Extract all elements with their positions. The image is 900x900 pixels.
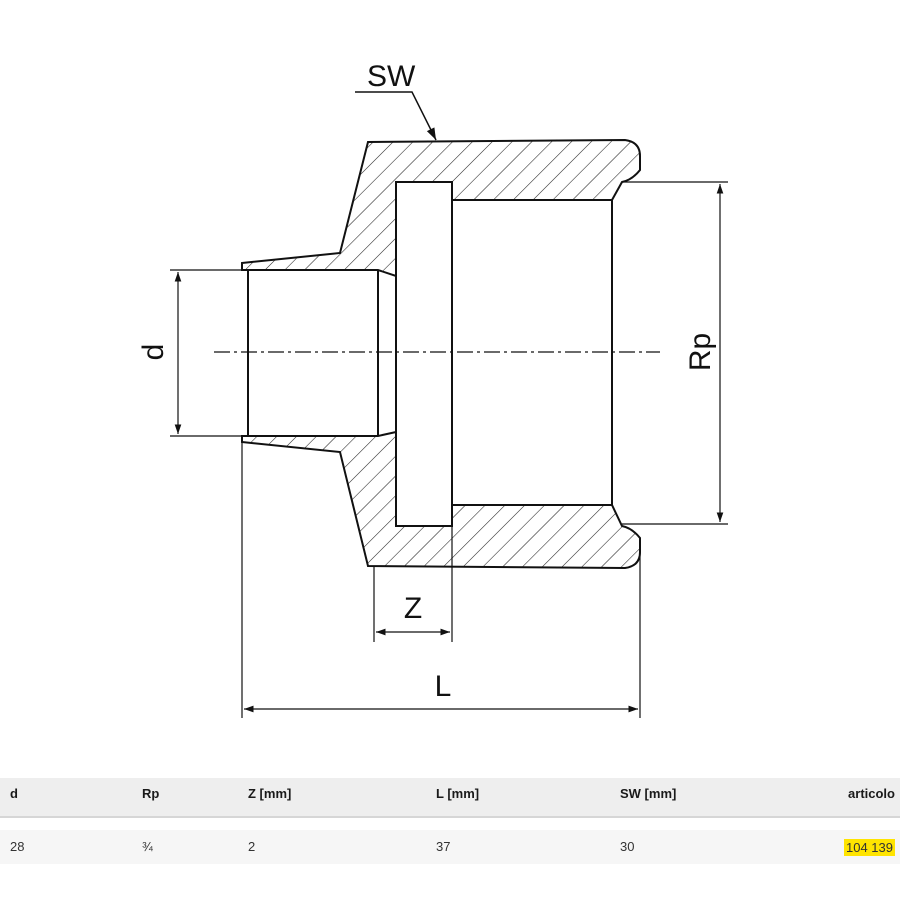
- label-z: Z: [404, 592, 422, 625]
- label-d: d: [137, 344, 170, 361]
- table-row: 28 ¾ 2 37 30 104 139: [0, 830, 900, 864]
- dimension-rp: [622, 181, 728, 525]
- header-d: d: [10, 786, 18, 801]
- label-rp: Rp: [684, 333, 717, 371]
- cell-l: 37: [436, 839, 451, 854]
- cell-articolo[interactable]: 104 139: [844, 839, 895, 856]
- sw-callout: SW: [355, 60, 437, 141]
- dimension-d: [170, 269, 248, 437]
- fitting-wall-lower: [241, 430, 641, 570]
- technical-drawing: SW d Rp Z L: [137, 60, 728, 718]
- cell-d: 28: [10, 839, 25, 854]
- table-header-row: d Rp Z [mm] L [mm] SW [mm] articolo: [0, 778, 900, 818]
- header-rp: Rp: [142, 786, 160, 801]
- dimension-l: [241, 442, 641, 718]
- header-l: L [mm]: [436, 786, 480, 801]
- fitting-wall-upper: [241, 138, 641, 278]
- cell-z: 2: [248, 839, 256, 854]
- label-l: L: [435, 670, 452, 703]
- internal-bore: [247, 181, 613, 527]
- dimension-z: [373, 526, 453, 642]
- cell-sw: 30: [620, 839, 635, 854]
- header-articolo: articolo: [848, 786, 895, 801]
- header-sw: SW [mm]: [620, 786, 677, 801]
- spec-table: d Rp Z [mm] L [mm] SW [mm] articolo 28 ¾…: [0, 778, 900, 864]
- label-sw: SW: [367, 60, 416, 93]
- cell-rp: ¾: [142, 839, 153, 854]
- header-z: Z [mm]: [248, 786, 292, 801]
